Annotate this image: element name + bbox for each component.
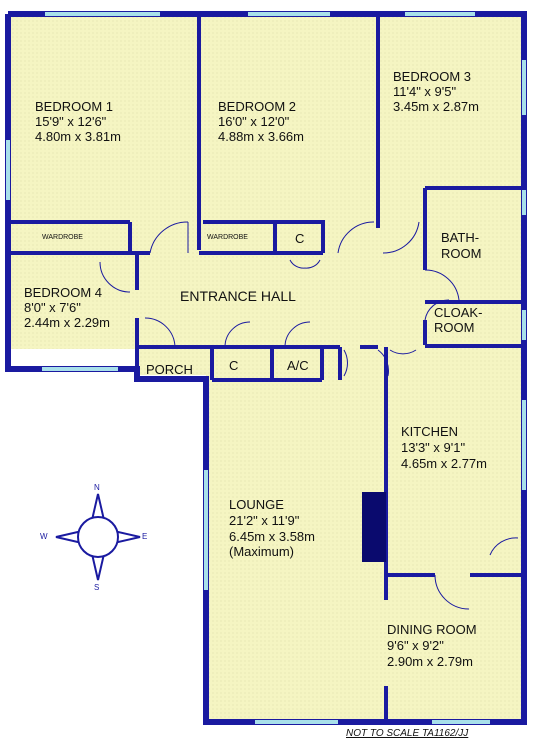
lounge-name: LOUNGE <box>229 497 284 512</box>
bedroom3-name: BEDROOM 3 <box>393 69 472 84</box>
bedroom2-dim-imperial: 16'0" x 12'0" <box>218 114 290 129</box>
bathroom-label-1: BATH- <box>441 230 480 245</box>
cupboard-upper-label: C <box>295 231 305 246</box>
compass-west-label: W <box>40 532 48 541</box>
cupboard-lower-label: C <box>229 358 239 373</box>
bedroom2-dim-metric: 4.88m x 3.66m <box>218 129 304 144</box>
wardrobe-label-2: WARDROBE <box>207 234 248 241</box>
compass-east-label: E <box>142 532 148 541</box>
kitchen-name: KITCHEN <box>401 424 459 439</box>
kitchen-dim-imperial: 13'3" x 9'1" <box>401 440 466 455</box>
door-swings <box>99 221 519 610</box>
bedroom4-dim-imperial: 8'0" x 7'6" <box>24 300 81 315</box>
dining-room-name: DINING ROOM <box>387 622 477 637</box>
bedroom3-dim-metric: 3.45m x 2.87m <box>393 99 479 114</box>
compass-south-label: S <box>94 583 100 592</box>
bedroom4-name: BEDROOM 4 <box>24 285 103 300</box>
scale-note: NOT TO SCALE TA1162/JJ <box>346 728 469 739</box>
chimney-breast <box>362 492 386 562</box>
porch-label: PORCH <box>146 362 193 377</box>
lounge-dim-metric: 6.45m x 3.58m <box>229 529 315 544</box>
compass-rose-icon <box>55 493 141 581</box>
wardrobe-label-1: WARDROBE <box>42 234 83 241</box>
bedroom4-dim-metric: 2.44m x 2.29m <box>24 315 110 330</box>
bedroom2-name: BEDROOM 2 <box>218 99 297 114</box>
dining-room-dim-metric: 2.90m x 2.79m <box>387 654 473 669</box>
bedroom1-name: BEDROOM 1 <box>35 99 114 114</box>
bedroom1-dim-metric: 4.80m x 3.81m <box>35 129 121 144</box>
airing-cupboard-label: A/C <box>287 358 309 373</box>
cloakroom-label-1: CLOAK- <box>434 305 483 320</box>
kitchen-dim-metric: 4.65m x 2.77m <box>401 456 487 471</box>
bedroom3-dim-imperial: 11'4" x 9'5" <box>393 84 457 99</box>
cloakroom-label-2: ROOM <box>434 320 475 335</box>
entrance-hall-label: ENTRANCE HALL <box>180 288 296 304</box>
compass-north-label: N <box>94 483 100 492</box>
bathroom-label-2: ROOM <box>441 246 482 261</box>
lounge-dim-imperial: 21'2" x 11'9" <box>229 513 300 528</box>
lounge-note: (Maximum) <box>229 544 294 559</box>
dining-room-dim-imperial: 9'6" x 9'2" <box>387 638 444 653</box>
bedroom1-dim-imperial: 15'9" x 12'6" <box>35 114 107 129</box>
windows <box>6 12 526 724</box>
